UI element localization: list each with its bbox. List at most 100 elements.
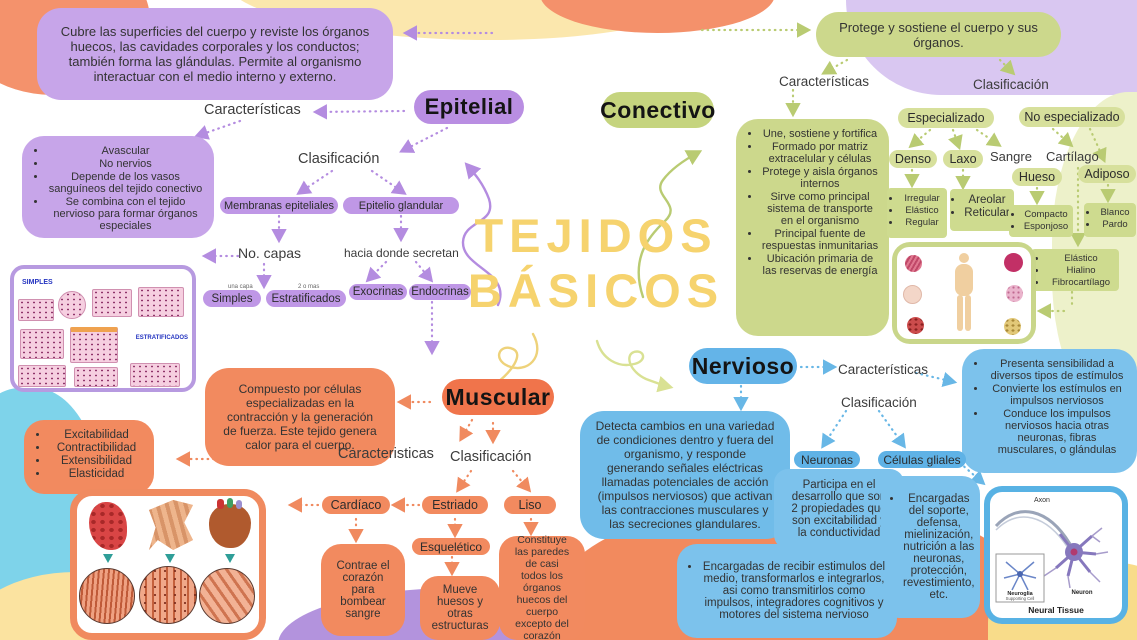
digestive-organs-illustration — [89, 502, 127, 550]
neuroglia-label: Neuroglia — [1007, 591, 1033, 597]
bullet-item: Hialino — [1047, 265, 1115, 276]
nervioso-funcion-box: Encargadas de recibir estimulos del medi… — [677, 544, 897, 638]
heart-illustration — [209, 498, 251, 548]
heart-vessel — [217, 499, 224, 509]
axon-label: Axon — [1034, 497, 1050, 504]
epitelial-description-text: Cubre las superficies del cuerpo y revis… — [60, 24, 370, 84]
conectivo-caracteristicas-list: Une, sostiene y fortificaFormado por mat… — [746, 128, 879, 277]
bullet-item: Une, sostiene y fortifica — [761, 128, 879, 140]
cardiaco-desc-box: Contrae el corazón para bombear sangre — [321, 544, 405, 636]
bullet-item: Fibrocartílago — [1047, 277, 1115, 288]
pill-membranas-epiteliales: Membranas epiteliales — [220, 197, 338, 214]
pill-epitelio-glandular: Epitelio glandular — [343, 197, 459, 214]
bullet-item: Depende de los vasos sanguíneos del teji… — [47, 171, 204, 195]
bullet-item: Principal fuente de respuestas inmunitar… — [761, 228, 879, 252]
muscular-clasificacion-label: Clasificación — [450, 449, 532, 465]
pill-esqueletico: Esquelético — [412, 538, 490, 555]
liso-desc-box: Constituye las paredes de casi todos los… — [499, 534, 585, 640]
bullet-item: Protege y aisla órganos internos — [761, 166, 879, 190]
tissue-block — [18, 365, 66, 387]
epitelial-caracteristicas-list: AvascularNo nerviosDepende de los vasos … — [32, 145, 204, 232]
bullet-item: Ubicación primaria de las reservas de en… — [761, 253, 879, 277]
cardiac-fiber-circle — [79, 568, 135, 624]
tissue-block — [70, 327, 118, 363]
bullet-item: Se combina con el tejido nervioso para f… — [47, 196, 204, 232]
gliales-desc-box: Encargadas del soporte, defensa, mielini… — [881, 476, 980, 618]
nervioso-description-text: Detecta cambios en una variedad de condi… — [595, 419, 775, 531]
tissue-circle — [907, 317, 924, 334]
tissue-circle — [1004, 253, 1023, 272]
pill-laxo: Laxo — [943, 150, 983, 168]
bullet-item: Esponjoso — [1023, 221, 1069, 232]
tissue-block — [58, 291, 86, 319]
smooth-fiber-circle — [199, 568, 255, 624]
neuronas-desc-text: Participa en el desarrollo que son 2 pro… — [791, 479, 887, 539]
tissue-block — [20, 329, 64, 359]
bullet-item: Regular — [901, 217, 943, 228]
pill-denso: Denso — [889, 150, 937, 168]
cartilago-tipos-box: ElásticoHialinoFibrocartílago — [1031, 249, 1119, 291]
tissue-circle — [903, 285, 922, 304]
bullet-item: Excitabilidad — [49, 429, 144, 441]
gliales-desc-list: Encargadas del soporte, defensa, mielini… — [891, 492, 975, 602]
laxo-tipos-list: AreolarReticular — [954, 194, 1010, 219]
conectivo-caracteristicas-box: Une, sostiene y fortificaFormado por mat… — [736, 119, 889, 336]
human-figure-leg — [965, 295, 971, 331]
pill-liso: Liso — [504, 496, 556, 514]
label-sangre: Sangre — [990, 149, 1032, 164]
nervioso-clasificacion-label: Clasificación — [841, 395, 917, 410]
denso-tipos-list: IrregularElásticoRegular — [891, 193, 943, 228]
bullet-item: Convierte los estímulos en impulsos nerv… — [987, 383, 1127, 407]
nervioso-caracteristicas-list: Presenta sensibilidad a diversos tipos d… — [972, 358, 1127, 456]
down-arrow-icon — [225, 554, 235, 563]
liso-desc-text: Constituye las paredes de casi todos los… — [514, 534, 570, 640]
nervioso-image-panel: Axon Neuroglia Supporting Cell Neuron Ne… — [984, 486, 1128, 624]
bullet-item: Encargadas de recibir estimulos del medi… — [701, 561, 887, 621]
bullet-item: Reticular — [964, 207, 1010, 219]
pill-cardiaco: Cardíaco — [322, 496, 390, 514]
bullet-item: Areolar — [964, 194, 1010, 206]
bullet-item: Compacto — [1023, 209, 1069, 220]
bullet-item: Elástico — [901, 205, 943, 216]
muscular-caracteristicas-box: ExcitabilidadContractibilidadExtensibili… — [24, 420, 154, 494]
bullet-item: Pardo — [1098, 219, 1132, 230]
heart-vessel — [236, 500, 242, 509]
tissue-circle — [1006, 285, 1023, 302]
pill-estratificados: Estratificados — [266, 290, 346, 307]
nervioso-funcion-list: Encargadas de recibir estimulos del medi… — [687, 560, 887, 622]
neuron-label: Neuron — [1072, 590, 1093, 596]
bullet-item: Elasticidad — [49, 468, 144, 480]
human-figure-leg — [957, 295, 963, 331]
bullet-item: Avascular — [47, 145, 204, 157]
bullet-item: Extensibilidad — [49, 455, 144, 467]
adiposo-tipos-list: BlancoPardo — [1088, 207, 1132, 230]
pill-celulas-gliales: Células gliales — [878, 451, 966, 468]
bullet-item: No nervios — [47, 158, 204, 170]
arm-muscle-illustration — [149, 500, 193, 550]
bullet-item: Contractibilidad — [49, 442, 144, 454]
pill-simples: Simples — [203, 290, 261, 307]
conectivo-header: Conectivo — [600, 92, 715, 128]
no-capas-label: No. capas — [238, 245, 302, 261]
tissue-circle — [1004, 318, 1021, 335]
conectivo-image-panel — [892, 242, 1036, 344]
neuron-diagram: Axon Neuroglia Supporting Cell Neuron Ne… — [994, 497, 1109, 615]
pill-estriado: Estriado — [422, 496, 488, 514]
curly-arrow-nervioso — [595, 339, 674, 393]
down-arrow-icon — [103, 554, 113, 563]
muscular-header: Muscular — [442, 379, 554, 415]
heart-vessel — [227, 498, 233, 508]
conectivo-clasificacion-label: Clasificación — [973, 77, 1049, 92]
nervioso-caracteristicas-box: Presenta sensibilidad a diversos tipos d… — [962, 349, 1137, 473]
muscular-caracteristicas-label: Caracteristicas — [338, 446, 434, 462]
bullet-item: Formado por matriz extracelular y célula… — [761, 141, 879, 165]
cartilago-tipos-list: ElásticoHialinoFibrocartílago — [1035, 253, 1115, 288]
muscular-description-text: Compuesto por células especializadas en … — [223, 382, 377, 452]
nervioso-caracteristicas-label: Características — [838, 362, 929, 377]
pill-no-especializado: No especializado — [1019, 107, 1125, 127]
panel-label-estratificados: ESTRATIFICADOS — [135, 335, 188, 341]
pill-adiposo: Adiposo — [1078, 165, 1136, 183]
laxo-tipos-box: AreolarReticular — [950, 189, 1014, 231]
conectivo-caracteristicas-label: Características — [779, 74, 870, 89]
